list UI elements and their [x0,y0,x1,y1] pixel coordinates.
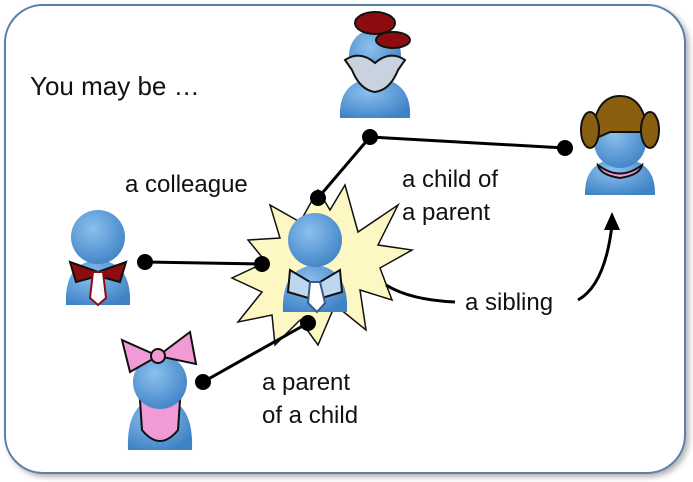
label-child-line1: a child of [402,166,498,193]
person-you [282,213,348,314]
label-parent-line1: a parent [262,369,350,396]
person-sibling [580,94,660,195]
label-child-line2: a parent [402,199,490,226]
person-child [120,330,198,450]
label-parent-line2: of a child [262,402,358,429]
label-colleague: a colleague [125,171,248,198]
connections [137,129,620,390]
person-colleague [65,210,131,307]
person-grandparent [339,11,411,118]
title: You may be … [30,71,200,101]
label-sibling: a sibling [465,289,553,316]
